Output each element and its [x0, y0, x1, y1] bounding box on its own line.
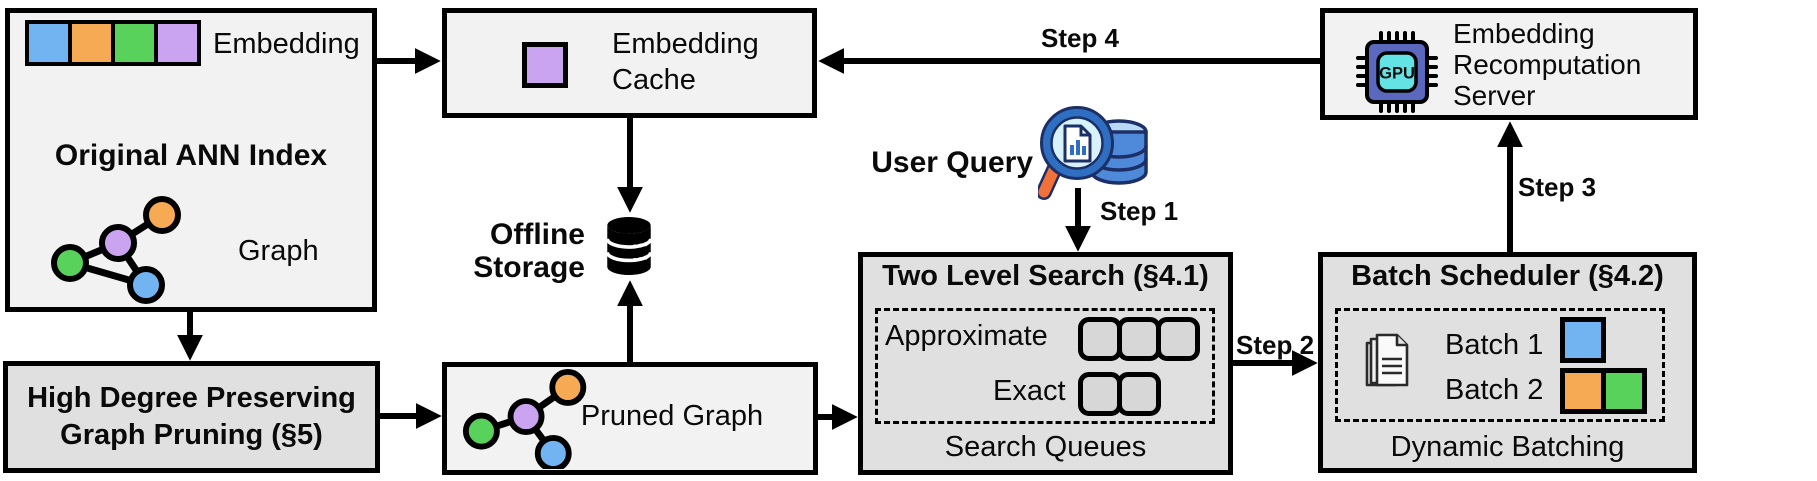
gpu-chip-text: GPU	[1379, 65, 1415, 83]
batch-2-query-green-icon	[1601, 368, 1647, 414]
step-3-label: Step 3	[1518, 172, 1597, 202]
pruned-graph-icon	[462, 368, 587, 469]
offline-storage-label: Offline Storage	[473, 218, 585, 284]
step-1-label: Step 1	[1100, 196, 1179, 226]
embedding-cell-orange-icon	[68, 20, 115, 66]
cached-embedding-icon	[522, 42, 568, 88]
pruned-graph-box: Pruned Graph	[442, 362, 818, 475]
batch-2-label: Batch 2	[1445, 374, 1544, 406]
step-4-label: Step 4	[1040, 23, 1120, 53]
embedding-cell-purple-icon	[154, 20, 201, 66]
queue-slot-icon	[1117, 317, 1161, 361]
exact-queue-label: Exact	[993, 375, 1066, 407]
approximate-queue-slots	[1078, 317, 1200, 361]
queue-slot-icon	[1078, 372, 1122, 416]
batch-1-label: Batch 1	[1445, 329, 1544, 361]
queue-slot-icon	[1078, 317, 1122, 361]
offline-storage-database-icon	[605, 217, 653, 275]
ann-graph-icon	[51, 196, 181, 304]
approximate-queue-label: Approximate	[885, 320, 1048, 352]
embedding-cache-label: Embedding Cache	[612, 28, 759, 96]
batch-scheduler-box: Batch Scheduler (§4.2) Batch 1 Batch 2 D…	[1318, 252, 1697, 473]
batch-2-query-icons	[1560, 368, 1647, 414]
embedding-recomputation-server-box: GPU Embedding Recomputation Server	[1320, 8, 1698, 120]
queue-slot-icon	[1156, 317, 1200, 361]
graph-label: Graph	[238, 235, 319, 267]
two-level-search-box: Two Level Search (§4.1) Approximate Exac…	[858, 252, 1233, 475]
search-queues-dashed-panel	[875, 308, 1215, 424]
user-query-label: User Query	[871, 146, 1033, 179]
original-ann-index-box: Embedding Original ANN Index Graph	[5, 8, 377, 312]
embedding-cell-green-icon	[111, 20, 158, 66]
high-degree-pruning-box: High Degree Preserving Graph Pruning (§5…	[3, 361, 380, 473]
embedding-cell-blue-icon	[25, 20, 72, 66]
gpu-icon: GPU	[1356, 31, 1438, 113]
step-2-label: Step 2	[1236, 330, 1315, 360]
embedding-vector-icon	[25, 20, 201, 66]
high-degree-pruning-label: High Degree Preserving Graph Pruning (§5…	[27, 382, 356, 451]
batch-scheduler-title: Batch Scheduler (§4.2)	[1351, 260, 1664, 292]
pruned-graph-label: Pruned Graph	[580, 400, 764, 432]
embedding-cache-box: Embedding Cache	[442, 8, 817, 118]
dynamic-batching-dashed-panel	[1335, 308, 1665, 422]
dynamic-batching-caption: Dynamic Batching	[1390, 431, 1625, 463]
two-level-search-title: Two Level Search (§4.1)	[882, 260, 1209, 292]
embedding-recomputation-server-label: Embedding Recomputation Server	[1453, 18, 1642, 111]
documents-icon	[1365, 333, 1409, 387]
queue-slot-icon	[1117, 372, 1161, 416]
original-ann-index-title: Original ANN Index	[54, 139, 328, 172]
embedding-label: Embedding	[213, 28, 360, 60]
batch-2-query-orange-icon	[1560, 368, 1606, 414]
exact-queue-slots	[1078, 372, 1161, 416]
search-queues-caption: Search Queues	[944, 431, 1147, 463]
user-query-icon	[1038, 106, 1148, 200]
batch-1-query-blue-icon	[1560, 317, 1606, 363]
